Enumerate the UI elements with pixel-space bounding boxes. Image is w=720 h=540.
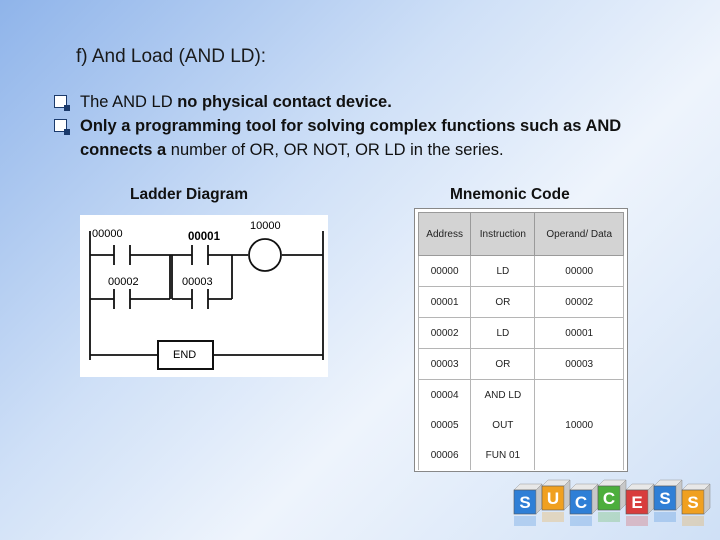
- contact-d-label: 00003: [182, 276, 213, 288]
- ladder-diagram-header: Ladder Diagram: [130, 186, 249, 203]
- cell: 00001: [534, 317, 624, 349]
- mnemonic-code-header: Mnemonic Code: [450, 186, 570, 203]
- logo-letter: C: [603, 489, 615, 508]
- cell: LD: [470, 255, 536, 287]
- cube-reflection: [626, 516, 648, 526]
- cell: 00003: [534, 348, 624, 380]
- table-row: 00006 FUN 01: [417, 440, 624, 470]
- contact-b-label: 00001: [188, 231, 221, 243]
- cell: 00005: [417, 410, 472, 440]
- logo-letter: U: [547, 489, 559, 508]
- bullet-2-rest: number of OR, OR NOT, OR LD in the serie…: [166, 141, 504, 159]
- cube-reflection: [682, 516, 704, 526]
- cell: 00002: [417, 317, 472, 349]
- bullet-2-bold: Only a programming tool for solving comp…: [80, 117, 622, 159]
- col-address: Address: [417, 212, 472, 256]
- table-row: 00004 AND LD: [417, 379, 624, 410]
- bullet-1-bold: no physical contact device.: [177, 93, 392, 111]
- ladder-diagram: 00000 00001 10000 00002 00003 END: [80, 215, 328, 377]
- table-row: 00000 LD 00000: [417, 255, 624, 287]
- table-row: 00005 OUT 10000: [417, 410, 624, 440]
- cell: 00001: [417, 286, 472, 318]
- cell: 00000: [534, 255, 624, 287]
- cell: 00002: [534, 286, 624, 318]
- checkbox-bullet-icon: [54, 119, 70, 135]
- col-instruction: Instruction: [470, 212, 536, 256]
- coil-label: 10000: [250, 220, 281, 232]
- cell: 00000: [417, 255, 472, 287]
- logo-letter: S: [659, 489, 670, 508]
- table-row: 00001 OR 00002: [417, 286, 624, 318]
- end-instruction-label: END: [173, 349, 196, 361]
- logo-letter: E: [631, 493, 642, 512]
- cell: OUT: [470, 410, 536, 440]
- cube-reflection: [542, 512, 564, 522]
- cell: LD: [470, 317, 536, 349]
- logo-letter: S: [687, 493, 698, 512]
- table-row: 00003 OR 00003: [417, 348, 624, 380]
- cell: OR: [470, 286, 536, 318]
- table-header-row: Address Instruction Operand/ Data: [417, 212, 624, 256]
- cube-reflection: [570, 516, 592, 526]
- logo-letter: S: [519, 493, 530, 512]
- bullet-list: The AND LD no physical contact device. O…: [54, 90, 694, 162]
- cell: 00004: [417, 379, 472, 410]
- bullet-1-text: The AND LD: [80, 93, 178, 111]
- logo-letter: C: [575, 493, 587, 512]
- cell: OR: [470, 348, 536, 380]
- checkbox-bullet-icon: [54, 95, 70, 111]
- cell: 10000: [534, 410, 624, 440]
- cell: 00003: [417, 348, 472, 380]
- cube-reflection: [514, 516, 536, 526]
- cube-reflection: [654, 512, 676, 522]
- slide-title: f) And Load (AND LD):: [76, 46, 267, 67]
- ladder-diagram-svg: 00000 00001 10000 00002 00003 END: [89, 220, 324, 370]
- cell: AND LD: [470, 379, 536, 410]
- cell: [534, 440, 624, 470]
- cell: FUN 01: [470, 440, 536, 470]
- cell: [534, 379, 624, 410]
- cube-side: [703, 483, 711, 515]
- col-operand: Operand/ Data: [534, 212, 624, 256]
- mnemonic-table-container: Address Instruction Operand/ Data 00000 …: [414, 208, 628, 472]
- contact-a-label: 00000: [92, 228, 123, 240]
- cell: 00006: [417, 440, 472, 470]
- mnemonic-table: Address Instruction Operand/ Data 00000 …: [417, 212, 624, 470]
- bullet-item-1: The AND LD no physical contact device.: [54, 90, 694, 114]
- cube-reflection: [598, 512, 620, 522]
- contact-c-label: 00002: [108, 276, 139, 288]
- table-row: 00002 LD 00001: [417, 317, 624, 349]
- bullet-item-2: Only a programming tool for solving comp…: [54, 114, 694, 162]
